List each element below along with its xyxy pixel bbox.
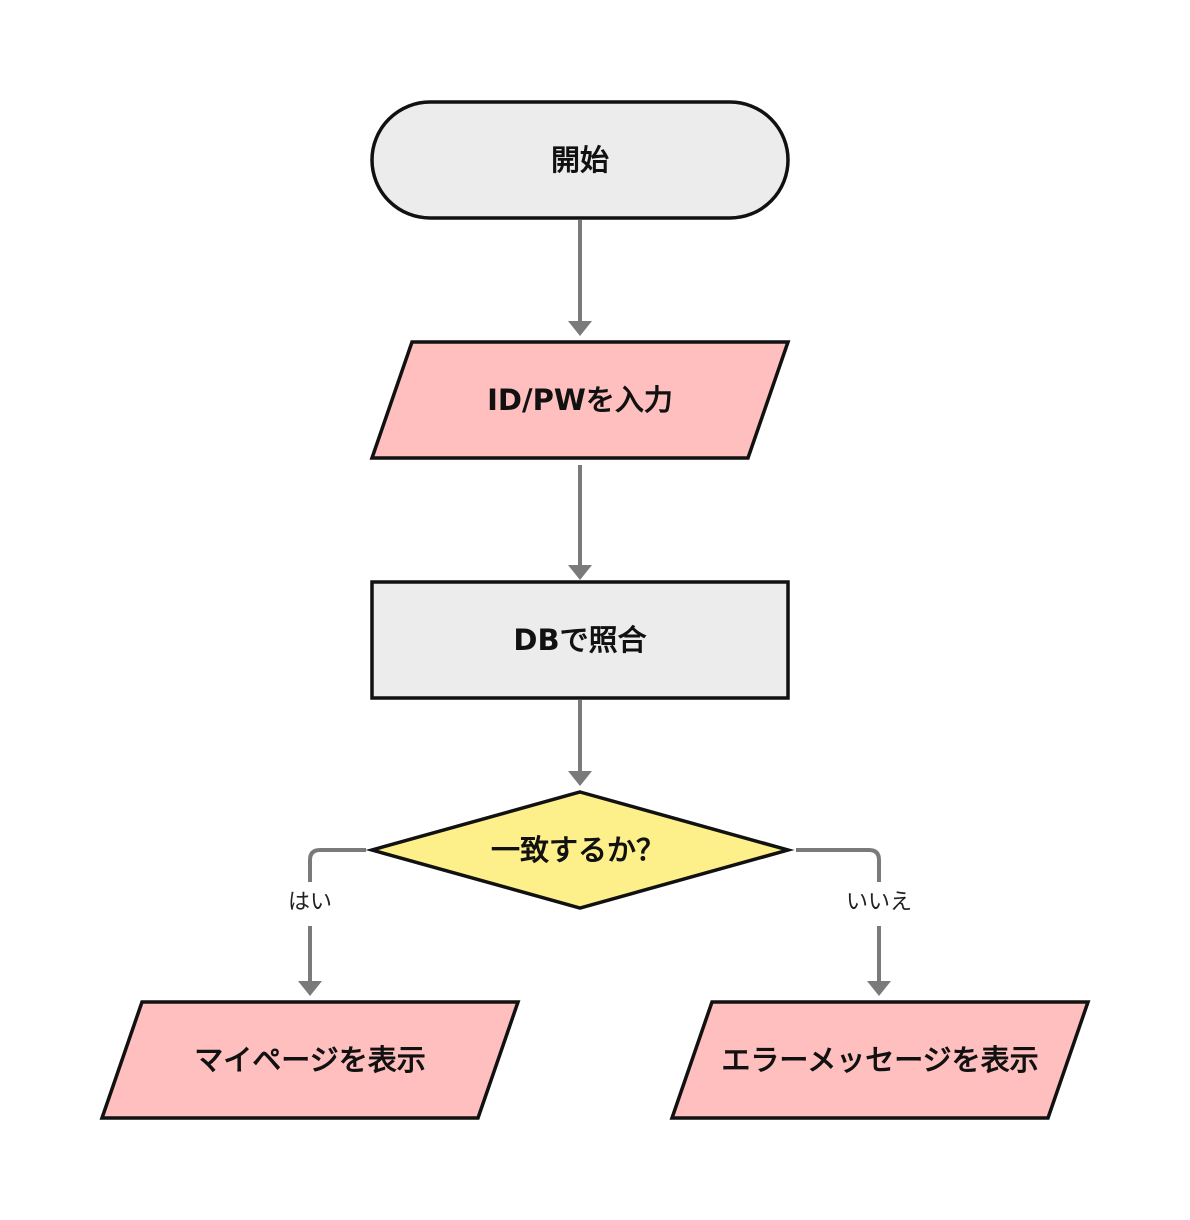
edge-start-to-input — [568, 220, 592, 336]
node-start-label: 開始 — [551, 143, 609, 177]
edge-input-to-check — [568, 465, 592, 580]
edge-no: いいえ — [796, 848, 912, 996]
node-mypage: マイページを表示 — [99, 1000, 521, 1120]
io-shape — [669, 1000, 1091, 1120]
node-error: エラーメッセージを表示 — [669, 1000, 1091, 1120]
node-error-label: エラーメッセージを表示 — [721, 1043, 1038, 1077]
node-decision: 一致するか？ — [365, 790, 795, 910]
io-shape — [99, 1000, 521, 1120]
node-mypage-label: マイページを表示 — [194, 1043, 425, 1077]
edge-label-no: いいえ — [846, 890, 912, 915]
decision-shape — [365, 790, 795, 910]
edge-label-yes: はい — [288, 890, 332, 915]
edge-yes: はい — [288, 848, 366, 996]
node-input: ID/PWを入力 — [369, 340, 791, 460]
node-check: DBで照合 — [370, 580, 790, 700]
terminal-shape — [370, 100, 790, 220]
node-start: 開始 — [370, 100, 790, 220]
process-shape — [370, 580, 790, 700]
io-shape — [369, 340, 791, 460]
node-input-label: ID/PWを入力 — [487, 383, 673, 417]
edge-check-to-decision — [568, 700, 592, 786]
node-decision-label: 一致するか？ — [491, 833, 665, 867]
node-check-label: DBで照合 — [513, 623, 646, 657]
